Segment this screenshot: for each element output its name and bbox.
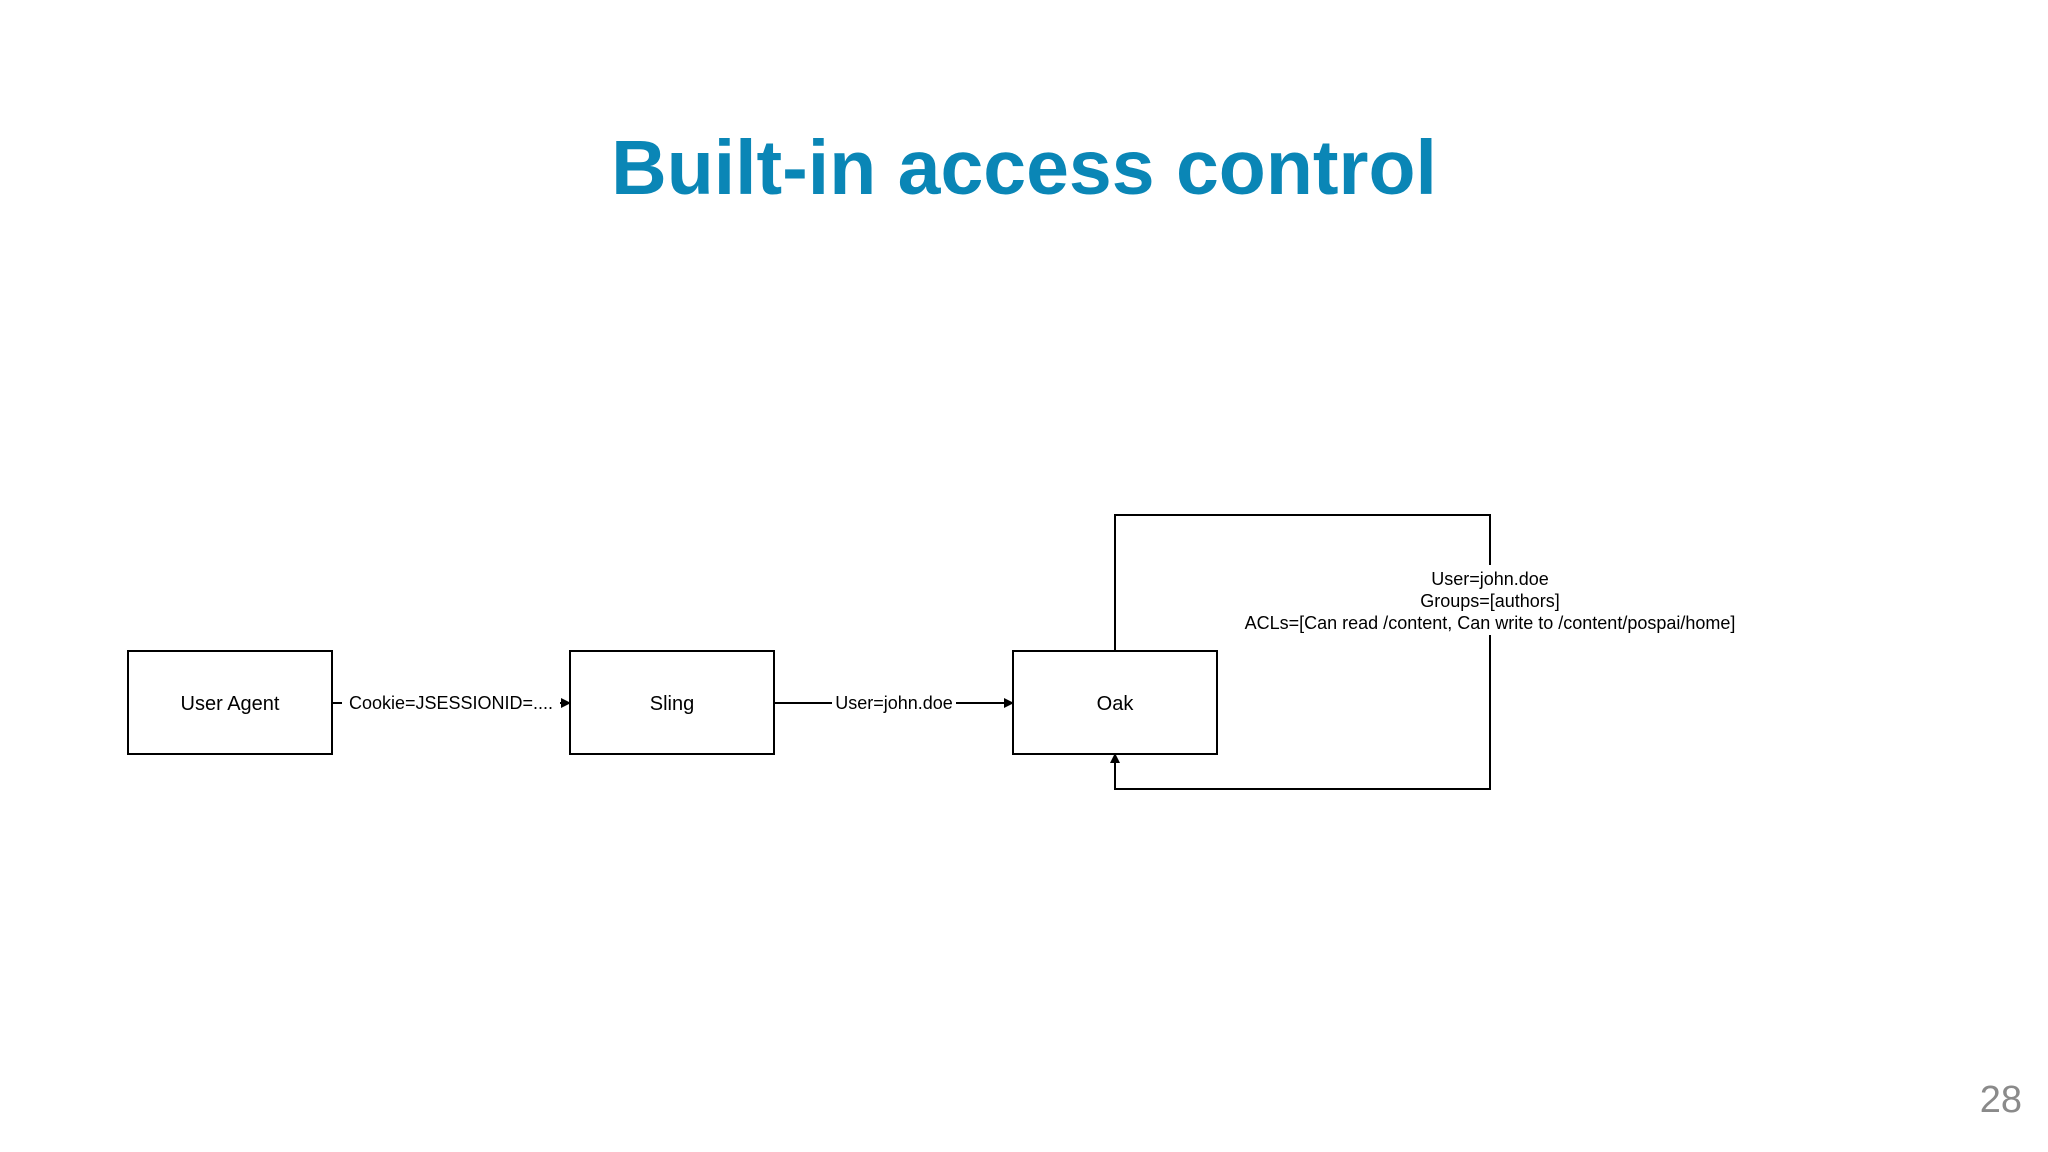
edge-oak-self-loop-label-groups: Groups=[authors] bbox=[1420, 591, 1560, 611]
edge-user-agent-to-sling: Cookie=JSESSIONID=.... bbox=[332, 690, 571, 716]
node-sling-box bbox=[569, 650, 775, 755]
node-oak-box bbox=[1012, 650, 1218, 755]
node-user-agent-box bbox=[127, 650, 333, 755]
edge-oak-self-loop-label-acls: ACLs=[Can read /content, Can write to /c… bbox=[1245, 613, 1736, 633]
edge-oak-self-loop-label-user: User=john.doe bbox=[1431, 569, 1549, 589]
edge-label-background bbox=[1232, 565, 1748, 635]
node-sling: Sling bbox=[569, 650, 775, 755]
edge-oak-self-loop-line bbox=[1110, 514, 1491, 790]
node-oak: Oak bbox=[1012, 650, 1218, 755]
node-user-agent: User Agent bbox=[127, 650, 333, 755]
edge-sling-to-oak-label: User=john.doe bbox=[835, 693, 953, 713]
node-user-agent-label: User Agent bbox=[181, 693, 280, 715]
edge-label-background bbox=[832, 690, 956, 716]
edge-oak-self-loop: User=john.doe Groups=[authors] ACLs=[Can… bbox=[1110, 514, 1748, 790]
edge-sling-to-oak: User=john.doe bbox=[774, 690, 1014, 716]
edge-user-agent-to-sling-label: Cookie=JSESSIONID=.... bbox=[349, 693, 553, 713]
edge-label-background bbox=[342, 690, 560, 716]
node-oak-label: Oak bbox=[1097, 693, 1135, 715]
slide-title: Built-in access control bbox=[611, 125, 1437, 211]
page-number: 28 bbox=[1979, 1079, 2022, 1121]
node-sling-label: Sling bbox=[650, 693, 694, 715]
